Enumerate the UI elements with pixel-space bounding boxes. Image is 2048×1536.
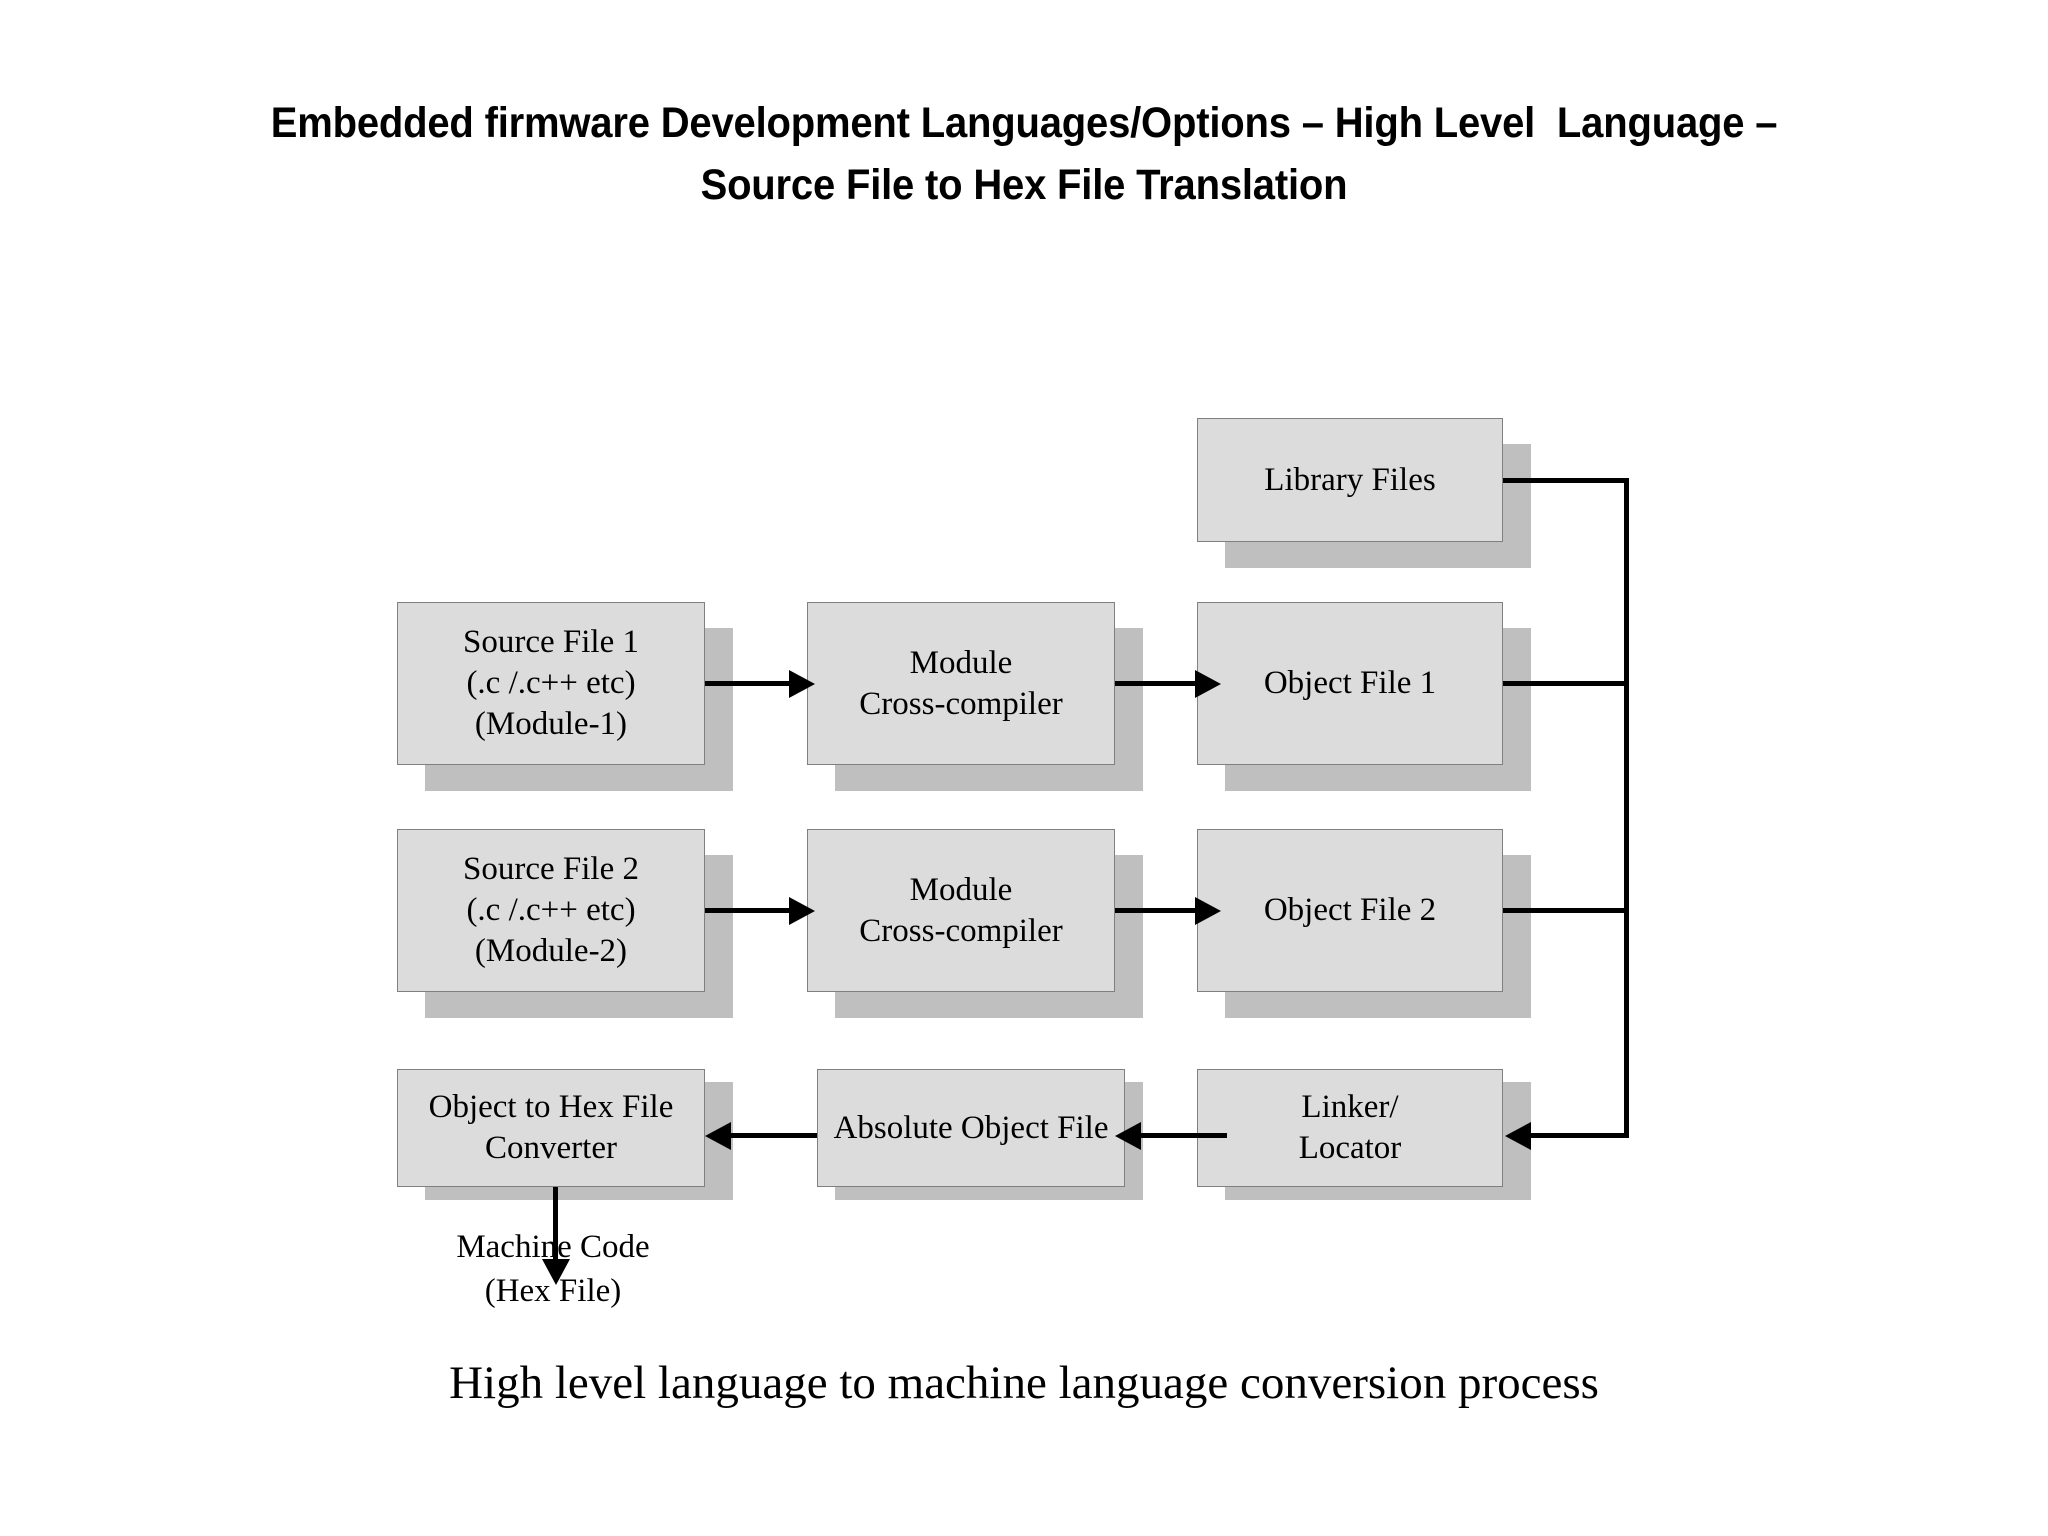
arrowhead-converter-to-machine-code xyxy=(542,1259,570,1285)
diagram-caption: High level language to machine language … xyxy=(449,1357,1599,1409)
box-source-file-1-line-3: (Module-1) xyxy=(474,706,628,742)
connector-source2-to-compiler2 xyxy=(705,908,791,913)
box-object-to-hex-converter-line-2: Converter xyxy=(485,1130,617,1166)
box-object-to-hex-converter-line-1: Object to Hex File xyxy=(428,1089,674,1125)
page-title: Embedded firmware Development Languages/… xyxy=(202,92,1846,216)
box-library-files[interactable]: Library Files xyxy=(1197,418,1503,542)
page-title-line-1: Embedded firmware Development Languages/… xyxy=(270,99,1778,147)
box-object-file-1[interactable]: Object File 1 xyxy=(1197,602,1503,765)
box-source-file-2-line-3: (Module-2) xyxy=(474,933,628,969)
box-cross-compiler-1-line-2: Cross-compiler xyxy=(859,685,1063,722)
label-machine-code: Machine Code (Hex File) xyxy=(403,1225,703,1313)
box-object-to-hex-converter[interactable]: Object to Hex File Converter xyxy=(397,1069,705,1187)
box-cross-compiler-2-line-2: Cross-compiler xyxy=(859,912,1063,949)
box-cross-compiler-2-line-1: Module xyxy=(909,871,1013,908)
arrowhead-compiler1-to-object1 xyxy=(1195,670,1221,698)
connector-absolute-to-converter xyxy=(731,1133,817,1138)
box-source-file-2[interactable]: Source File 2 (.c /.c++ etc) (Module-2) xyxy=(397,829,705,992)
box-object-file-2[interactable]: Object File 2 xyxy=(1197,829,1503,992)
box-library-files-line-1: Library Files xyxy=(1264,461,1436,498)
box-source-file-2-line-1: Source File 2 xyxy=(463,851,639,887)
arrowhead-linker-to-absolute xyxy=(1115,1122,1141,1150)
box-absolute-object-file[interactable]: Absolute Object File xyxy=(817,1069,1125,1187)
arrowhead-absolute-to-converter xyxy=(705,1122,731,1150)
connector-library-to-bus xyxy=(1503,478,1629,483)
box-source-file-1-line-1: Source File 1 xyxy=(463,624,639,660)
box-source-file-1[interactable]: Source File 1 (.c /.c++ etc) (Module-1) xyxy=(397,602,705,765)
box-cross-compiler-1-line-1: Module xyxy=(909,644,1013,681)
connector-linker-to-absolute xyxy=(1141,1133,1227,1138)
connector-bus-vertical xyxy=(1624,478,1629,1138)
arrowhead-source1-to-compiler1 xyxy=(789,670,815,698)
box-object-file-1-line-1: Object File 1 xyxy=(1263,665,1437,701)
box-absolute-object-file-line-1: Absolute Object File xyxy=(833,1109,1109,1146)
box-source-file-2-line-2: (.c /.c++ etc) xyxy=(466,892,636,928)
arrowhead-source2-to-compiler2 xyxy=(789,897,815,925)
box-linker-locator[interactable]: Linker/ Locator xyxy=(1197,1069,1503,1187)
box-linker-locator-line-2: Locator xyxy=(1298,1130,1402,1166)
page-title-line-2: Source File to Hex File Translation xyxy=(700,161,1348,209)
box-linker-locator-line-1: Linker/ xyxy=(1301,1089,1399,1125)
box-cross-compiler-1[interactable]: Module Cross-compiler xyxy=(807,602,1115,765)
connector-object2-to-bus xyxy=(1503,908,1629,913)
box-source-file-1-line-2: (.c /.c++ etc) xyxy=(466,665,636,701)
box-cross-compiler-2[interactable]: Module Cross-compiler xyxy=(807,829,1115,992)
connector-source1-to-compiler1 xyxy=(705,681,791,686)
connector-bus-to-linker xyxy=(1531,1133,1629,1138)
box-object-file-2-line-1: Object File 2 xyxy=(1263,892,1437,928)
arrowhead-compiler2-to-object2 xyxy=(1195,897,1221,925)
connector-compiler1-to-object1 xyxy=(1115,681,1197,686)
connector-converter-to-machine-code xyxy=(553,1187,558,1265)
arrowhead-bus-to-linker xyxy=(1505,1122,1531,1150)
connector-object1-to-bus xyxy=(1503,681,1629,686)
connector-compiler2-to-object2 xyxy=(1115,908,1197,913)
